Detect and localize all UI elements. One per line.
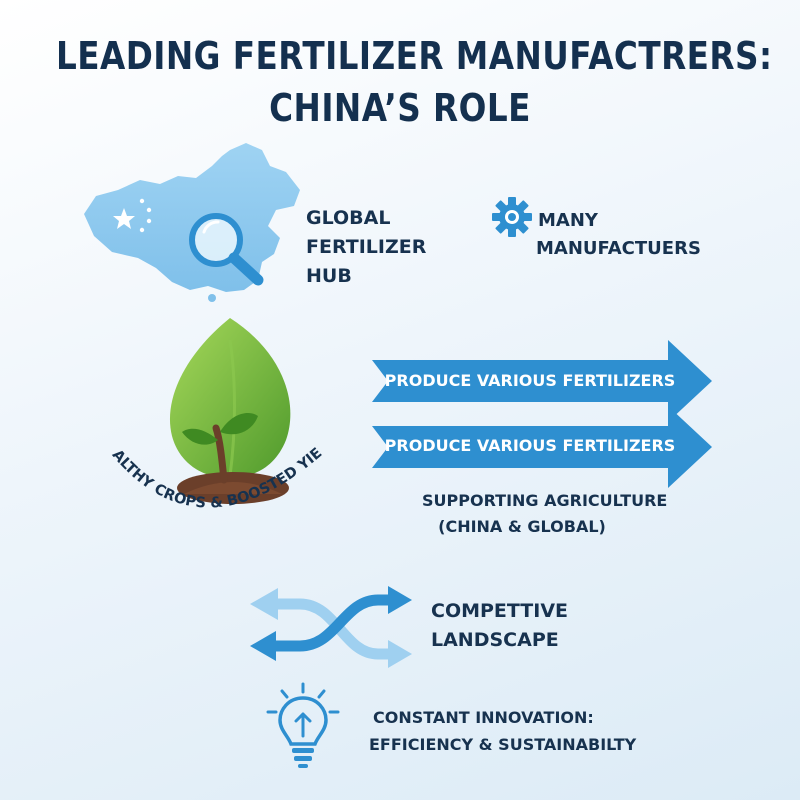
comp-line-2: LANDSCAPE <box>431 629 559 651</box>
lightbulb-icon <box>266 682 340 768</box>
magnifier-icon <box>189 213 264 286</box>
innov-line-2: EFFICIENCY & SUSTAINABILTY <box>369 735 637 754</box>
supporting-agriculture-label: SUPPORTING AGRICULTURE (CHINA & GLOBAL) <box>422 488 668 540</box>
china-map-icon <box>84 143 300 302</box>
support-line-2: (CHINA & GLOBAL) <box>438 517 606 536</box>
innov-line-1: CONSTANT INNOVATION: <box>373 708 594 727</box>
many-line-1: MANY <box>538 210 598 231</box>
leaf-icon <box>169 318 291 478</box>
star-icon <box>113 208 135 229</box>
hub-line-1: GLOBAL <box>306 207 391 229</box>
title-line-2: CHINA’S ROLE <box>269 86 531 130</box>
title-line-1: LEADING FERTILIZER MANUFACTRERS: <box>56 34 773 78</box>
produce-arrow-1 <box>372 340 712 422</box>
arrow-label-1: PRODUCE VARIOUS FERTILIZERS <box>384 371 676 390</box>
produce-arrow-2 <box>372 406 712 488</box>
support-line-1: SUPPORTING AGRICULTURE <box>422 491 668 510</box>
crossing-arrows-icon <box>250 586 412 668</box>
many-manufacturers-label: MANY MANUFACTUERS <box>536 207 701 263</box>
page-title: LEADING FERTILIZER MANUFACTRERS: CHINA’S… <box>56 30 773 134</box>
hub-line-3: HUB <box>306 265 352 287</box>
hub-line-2: FERTILIZER <box>306 236 427 258</box>
comp-line-1: COMPETTIVE <box>431 600 569 622</box>
sprout-icon <box>177 413 289 504</box>
global-hub-label: GLOBAL FERTILIZER HUB <box>306 204 426 291</box>
arrow-label-2: PRODUCE VARIOUS FERTILIZERS <box>384 436 676 455</box>
gear-icon <box>492 197 532 237</box>
competitive-landscape-label: COMPETTIVE LANDSCAPE <box>431 597 568 655</box>
innovation-label: CONSTANT INNOVATION: EFFICIENCY & SUSTAI… <box>369 704 636 758</box>
many-line-2: MANUFACTUERS <box>536 238 701 259</box>
